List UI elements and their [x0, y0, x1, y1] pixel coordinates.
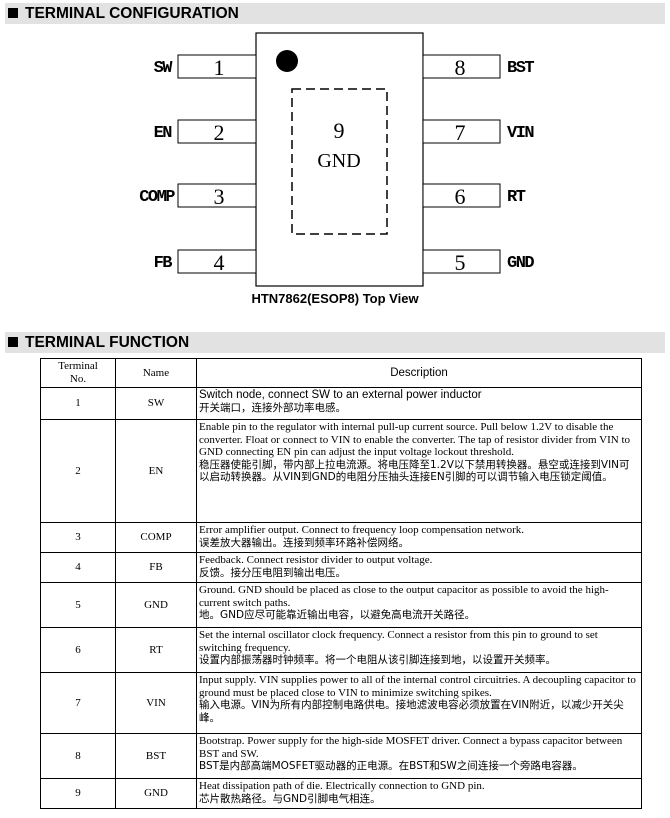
- exposed-pad: [291, 88, 388, 235]
- left-pin-2: 2 EN: [154, 119, 257, 145]
- terminal-no: 4: [40, 552, 116, 583]
- terminal-description: Enable pin to the regulator with interna…: [196, 419, 642, 523]
- terminal-no: 2: [40, 419, 116, 523]
- description-cn: 地。GND应尽可能靠近输出电容，以避免高电流开关路径。: [199, 609, 476, 622]
- terminal-description: Bootstrap. Power supply for the high-sid…: [196, 733, 642, 779]
- pin-label: FB: [154, 254, 173, 273]
- description-cn: 设置内部振荡器时钟频率。将一个电阻从该引脚连接到地，以设置开关频率。: [199, 654, 556, 667]
- package-diagram: 9 GND 1 SW 2 EN 3 COMP 4 FB 8 BST 7 VIN …: [139, 32, 536, 287]
- table-row: 9 GND Heat dissipation path of die. Elec…: [40, 778, 642, 809]
- terminal-name: RT: [115, 627, 197, 673]
- table-row: 4 FB Feedback. Connect resistor divider …: [40, 552, 642, 583]
- terminal-name: GND: [115, 582, 197, 628]
- terminal-description: Set the internal oscillator clock freque…: [196, 627, 642, 673]
- pad-number: 9: [334, 118, 345, 143]
- pad-name: GND: [317, 150, 360, 172]
- description-cn: 稳压器使能引脚，带内部上拉电流源。将电压降至1.2V以下禁用转换器。悬空或连接到…: [199, 458, 630, 484]
- section-header-configuration: TERMINAL CONFIGURATION: [5, 3, 665, 24]
- terminal-function-table: Terminal No. Name Description 1 SW Switc…: [40, 358, 642, 809]
- pin-label: GND: [507, 254, 534, 273]
- description-en: Set the internal oscillator clock freque…: [199, 629, 598, 654]
- pin-label: VIN: [507, 124, 534, 143]
- pin-number: 8: [455, 55, 466, 80]
- terminal-description: Ground. GND should be placed as close to…: [196, 582, 642, 628]
- pin-label: RT: [507, 188, 526, 207]
- description-en: Feedback. Connect resistor divider to ou…: [199, 554, 433, 566]
- terminal-name: BST: [115, 733, 197, 779]
- pin-label: EN: [154, 124, 173, 143]
- description-cn: BST是内部高端MOSFET驱动器的正电源。在BST和SW之间连接一个旁路电容器…: [199, 760, 583, 773]
- square-bullet-icon: [8, 337, 18, 347]
- package-caption: HTN7862(ESOP8) Top View: [251, 291, 419, 306]
- description-en: Heat dissipation path of die. Electrical…: [199, 780, 485, 792]
- right-pin-6: 6 RT: [422, 183, 527, 209]
- terminal-no: 6: [40, 627, 116, 673]
- pin-number: 6: [455, 184, 466, 209]
- terminal-no: 9: [40, 778, 116, 809]
- pin-number: 3: [214, 184, 225, 209]
- terminal-no: 5: [40, 582, 116, 628]
- table-row: 6 RT Set the internal oscillator clock f…: [40, 627, 642, 673]
- header-description: Description: [196, 358, 642, 388]
- table-row: 5 GND Ground. GND should be placed as cl…: [40, 582, 642, 628]
- pin-number: 1: [214, 55, 225, 80]
- terminal-no: 8: [40, 733, 116, 779]
- package-body: [255, 32, 424, 287]
- terminal-description: Error amplifier output. Connect to frequ…: [196, 522, 642, 553]
- description-en: Error amplifier output. Connect to frequ…: [199, 524, 525, 536]
- pin-number: 7: [455, 120, 466, 145]
- terminal-name: COMP: [115, 522, 197, 553]
- section-title: TERMINAL FUNCTION: [25, 334, 190, 351]
- terminal-description: Heat dissipation path of die. Electrical…: [196, 778, 642, 809]
- right-pin-5: 5 GND: [422, 249, 536, 275]
- section-title: TERMINAL CONFIGURATION: [25, 5, 239, 22]
- description-cn: 输入电源。VIN为所有内部控制电路供电。接地滤波电容必须放置在VIN附近，以减少…: [199, 699, 624, 724]
- terminal-description: Input supply. VIN supplies power to all …: [196, 672, 642, 734]
- description-en: Enable pin to the regulator with interna…: [199, 421, 631, 459]
- description-cn: 开关端口，连接外部功率电感。: [199, 401, 346, 414]
- left-pin-1: 1 SW: [154, 54, 257, 80]
- terminal-name: SW: [115, 387, 197, 420]
- description-cn: 芯片散热路径。与GND引脚电气相连。: [199, 792, 381, 805]
- header-terminal-no: Terminal No.: [40, 358, 116, 388]
- terminal-no: 1: [40, 387, 116, 420]
- table-row: 3 COMP Error amplifier output. Connect t…: [40, 522, 642, 553]
- terminal-no: 3: [40, 522, 116, 553]
- left-pin-4: 4 FB: [154, 249, 257, 275]
- pin-number: 2: [214, 120, 225, 145]
- right-pin-8: 8 BST: [422, 54, 536, 80]
- pin-label: COMP: [139, 188, 175, 207]
- description-en: Input supply. VIN supplies power to all …: [199, 674, 636, 699]
- pin-label: SW: [154, 59, 174, 78]
- terminal-description: Feedback. Connect resistor divider to ou…: [196, 552, 642, 583]
- section-header-function: TERMINAL FUNCTION: [5, 332, 665, 353]
- table-row: 8 BST Bootstrap. Power supply for the hi…: [40, 733, 642, 779]
- terminal-name: VIN: [115, 672, 197, 734]
- pin-number: 4: [214, 250, 225, 275]
- description-cn: 反馈。接分压电阻到输出电压。: [199, 566, 346, 579]
- table-row: 1 SW Switch node, connect SW to an exter…: [40, 387, 642, 420]
- table-header-row: Terminal No. Name Description: [40, 358, 642, 388]
- description-en: Bootstrap. Power supply for the high-sid…: [199, 735, 623, 760]
- table-row: 2 EN Enable pin to the regulator with in…: [40, 419, 642, 523]
- pin-number: 5: [455, 250, 466, 275]
- right-pin-7: 7 VIN: [422, 119, 536, 145]
- terminal-name: EN: [115, 419, 197, 523]
- header-name: Name: [115, 358, 197, 388]
- pin-label: BST: [507, 59, 534, 78]
- square-bullet-icon: [8, 8, 18, 18]
- terminal-no: 7: [40, 672, 116, 734]
- left-pin-3: 3 COMP: [139, 183, 257, 209]
- terminal-name: FB: [115, 552, 197, 583]
- terminal-name: GND: [115, 778, 197, 809]
- table-row: 7 VIN Input supply. VIN supplies power t…: [40, 672, 642, 734]
- description-en: Switch node, connect SW to an external p…: [199, 389, 482, 401]
- description-en: Ground. GND should be placed as close to…: [199, 584, 609, 609]
- terminal-description: Switch node, connect SW to an external p…: [196, 387, 642, 420]
- description-cn: 误差放大器输出。连接到频率环路补偿网络。: [199, 536, 409, 549]
- pin1-marker-dot: [276, 50, 298, 72]
